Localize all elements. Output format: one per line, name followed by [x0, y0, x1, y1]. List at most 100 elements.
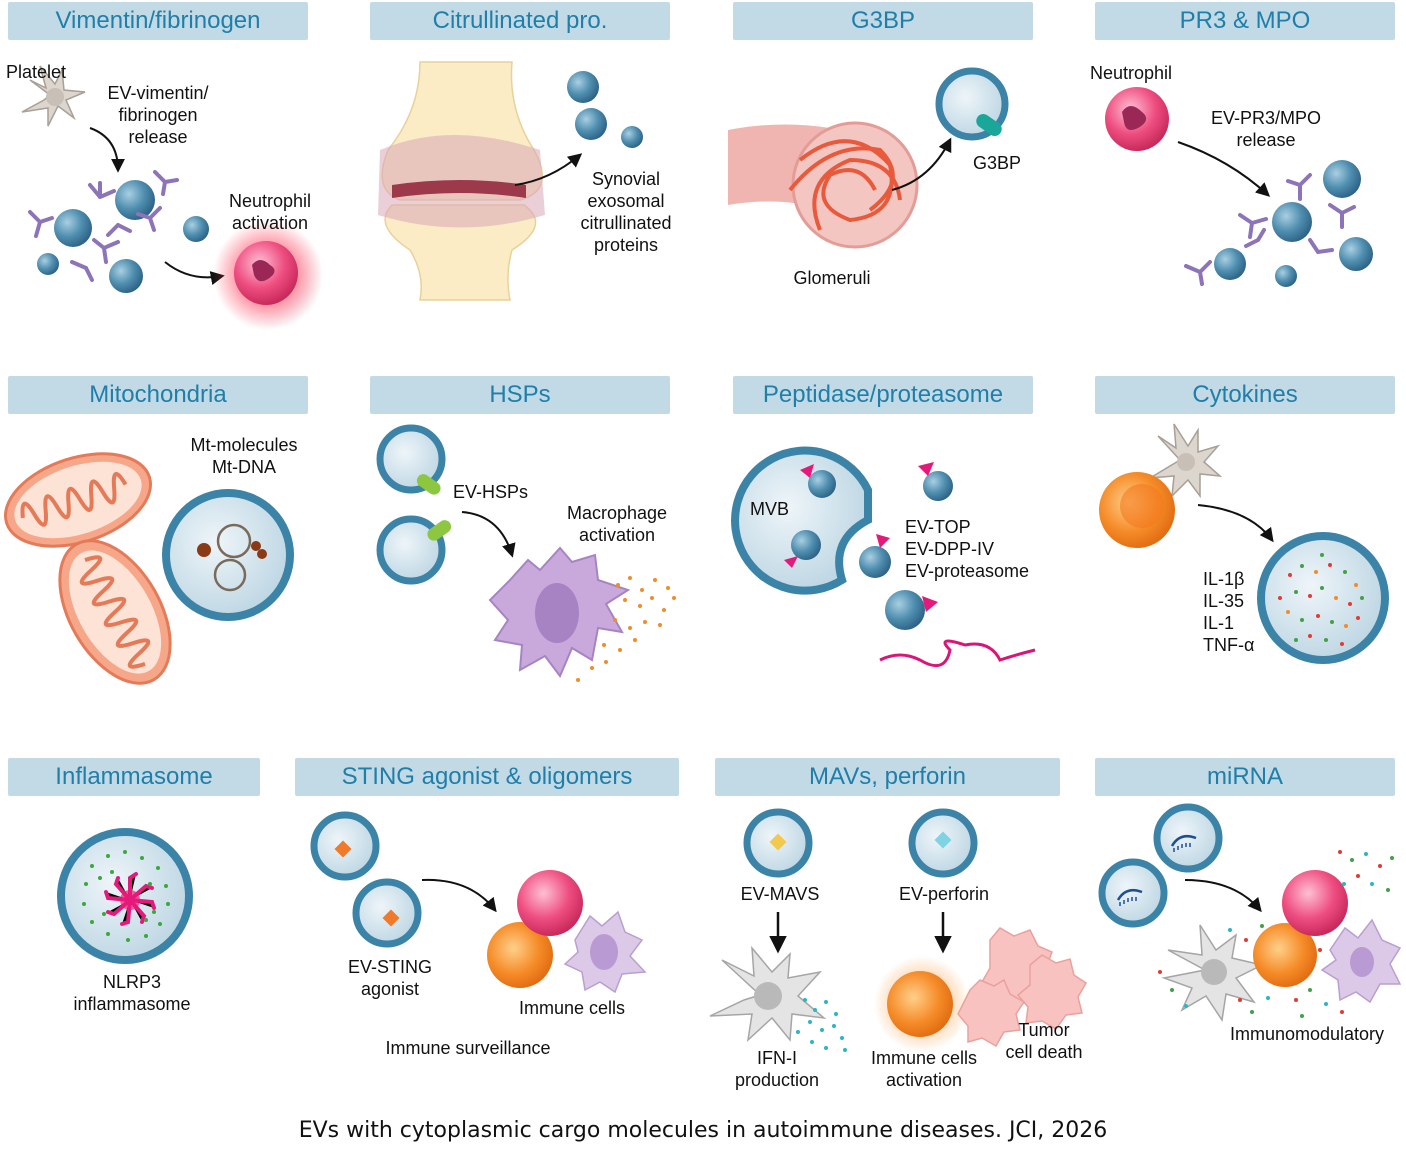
panel-citrullinated-art	[378, 61, 643, 301]
release-arrow	[1197, 504, 1274, 543]
panel-cytokines-art	[1099, 423, 1389, 664]
panel-title-hsps: HSPs	[370, 376, 670, 414]
neutrophil-label: Neutrophil	[1090, 63, 1173, 83]
figure-caption: EVs with cytoplasmic cargo molecules in …	[298, 1118, 1108, 1143]
immune-surveillance-label: Immune surveillance	[385, 1038, 551, 1058]
delivery-arrow	[1184, 879, 1262, 913]
cytokine-dots	[1278, 553, 1364, 646]
panel-sting-art	[310, 811, 647, 994]
mtdna-icon	[213, 558, 247, 592]
immune-cell-icon	[1282, 870, 1348, 936]
ev-hsps-label: EV-HSPs	[453, 482, 529, 502]
nlrp3-inflammasome-icon	[104, 872, 156, 926]
ev-icon	[183, 216, 209, 242]
panel-mavs-art	[709, 808, 1087, 1052]
panel-title-g3bp: G3BP	[733, 2, 1033, 40]
ev-vesicle-icon	[1098, 858, 1168, 928]
immunomodulatory-label: Immunomodulatory	[1229, 1024, 1385, 1044]
ev-vesicle-icon	[1153, 803, 1223, 873]
neutrophil-nucleus	[1122, 106, 1147, 130]
panel-title-pr3-mpo: PR3 & MPO	[1095, 2, 1395, 40]
ev-icon	[1323, 160, 1361, 198]
hsp-icon	[427, 520, 452, 541]
immune-cell-icon	[887, 971, 953, 1037]
perforin-icon	[934, 831, 952, 849]
macrophage-nucleus	[590, 934, 618, 970]
mirna-icon	[1116, 889, 1143, 901]
ev-vesicle-icon	[376, 424, 446, 494]
panel-peptidase-art	[731, 446, 1036, 668]
platelet-icon	[21, 65, 86, 127]
ev-icon	[885, 590, 925, 630]
ev-icon	[37, 253, 59, 275]
ev-icon	[115, 180, 155, 220]
bone-bottom-icon	[384, 204, 537, 301]
mirna-icon	[1170, 835, 1197, 847]
mirna-strand	[1119, 897, 1137, 906]
mvb-icon	[731, 446, 872, 595]
ev-icon	[621, 126, 643, 148]
sting-agonist-icon	[334, 840, 352, 858]
tumor-cells-icon	[957, 927, 1087, 1048]
platelet-label: Platelet	[6, 62, 67, 82]
activation-arrow	[461, 511, 516, 558]
ev-vesicle-icon	[352, 878, 422, 948]
peptidase-icon	[918, 462, 934, 476]
release-arrow	[891, 137, 952, 191]
mavs-icon	[769, 833, 787, 851]
ev-icon	[791, 530, 821, 560]
ev-icon	[1339, 237, 1373, 271]
macrophage-nucleus	[535, 583, 579, 643]
release-arrow	[89, 127, 125, 173]
capillary-loops	[788, 139, 902, 231]
dendritic-cell-icon	[1161, 924, 1265, 1023]
dendritic-cell-icon	[709, 945, 827, 1042]
immune-cell-icon	[1253, 923, 1317, 987]
ev-mavs-label: EV-MAVS	[740, 884, 820, 904]
mvb-label: MVB	[750, 499, 790, 519]
peptidase-icon	[800, 464, 814, 478]
panel-title-sting: STING agonist & oligomers	[295, 758, 679, 796]
macrophage-nucleus	[1350, 947, 1374, 977]
ev-icon	[575, 108, 607, 140]
ev-vesicle-icon	[376, 515, 446, 585]
panel-hsps-art	[376, 424, 676, 682]
release-arrow	[514, 153, 583, 186]
panel-title-mirna: miRNA	[1095, 758, 1395, 796]
g3bp-label: G3BP	[972, 153, 1022, 173]
panel-title-vimentin: Vimentin/fibrinogen	[8, 2, 308, 40]
glomeruli-label: Glomeruli	[793, 268, 871, 288]
ev-icon	[1275, 265, 1297, 287]
release-arrow	[1177, 141, 1271, 197]
peptide-chain-icon	[879, 639, 1036, 668]
mt-molecule-icon	[257, 549, 267, 559]
panel-mitochondria-art	[3, 452, 294, 685]
delivery-arrow	[421, 878, 497, 913]
immune-cells-label: Immune cells	[518, 998, 626, 1018]
ev-icon	[567, 71, 599, 103]
panel-mirna-art	[1098, 803, 1402, 1023]
peptidase-icon	[784, 556, 798, 568]
ifn-dots	[796, 998, 847, 1052]
immune-cell-icon	[517, 870, 583, 936]
sting-agonist-icon	[382, 909, 400, 927]
panel-title-mavs: MAVs, perforin	[715, 758, 1060, 796]
mitochondrion-icon	[58, 539, 172, 685]
ev-icon	[1214, 248, 1246, 280]
inflammasome-dots	[82, 850, 170, 942]
panel-title-citrullinated: Citrullinated pro.	[370, 2, 670, 40]
ev-icon	[109, 259, 143, 293]
mirna-dots	[1158, 850, 1394, 1018]
peptidase-icon	[876, 534, 890, 548]
